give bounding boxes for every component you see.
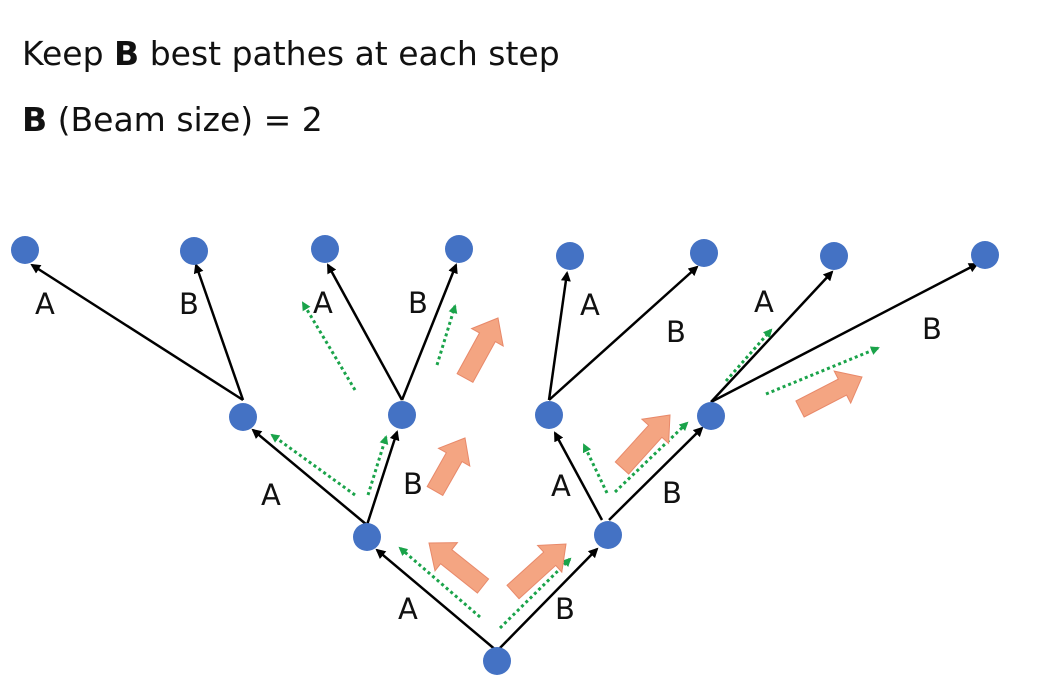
edge-label-l1a-b: B — [403, 467, 423, 501]
tree-node — [388, 401, 416, 429]
tree-node-leaf — [971, 241, 999, 269]
edge-label-l2c-a: A — [580, 288, 600, 322]
edge-label-l1a-a: A — [261, 478, 281, 512]
edge-label-l2b-a: A — [313, 286, 333, 320]
tree-node — [353, 523, 381, 551]
selection-arrow — [456, 317, 504, 383]
tree-node-leaf — [180, 237, 208, 265]
heading-line-1: Keep B best pathes at each step — [22, 37, 560, 70]
tree-node-leaf — [311, 235, 339, 263]
search-path — [270, 433, 356, 497]
search-path — [435, 304, 458, 366]
tree-node-leaf — [556, 242, 584, 270]
edge-l2b-a — [326, 263, 404, 401]
edge-l1b-b — [608, 426, 704, 521]
selection-arrow — [426, 437, 471, 497]
search-path — [582, 443, 609, 494]
heading-line-2-suffix: (Beam size) = 2 — [47, 100, 323, 139]
edge-label-l1b-b: B — [662, 476, 682, 510]
heading-line-1-prefix: Keep — [22, 34, 115, 73]
search-path — [366, 435, 389, 496]
edge-label-l2c-b: B — [666, 315, 686, 349]
tree-node — [697, 402, 725, 430]
edge-l1b-a — [553, 431, 604, 521]
tree-node-leaf — [445, 235, 473, 263]
tree-node-leaf — [690, 239, 718, 267]
selection-arrow — [506, 543, 567, 600]
tree-node-leaf — [820, 242, 848, 270]
tree-node — [535, 401, 563, 429]
edge-label-l2a-a: A — [35, 287, 55, 321]
tree-node — [594, 521, 622, 549]
edge-label-l2b-b: B — [408, 286, 428, 320]
search-path — [765, 346, 880, 396]
edge-l2c-b — [548, 265, 699, 401]
edge-label-l2a-b: B — [179, 287, 199, 321]
edge-l1a-a — [251, 428, 368, 526]
selected-path-arrows — [426, 317, 863, 600]
edge-l2c-a — [547, 271, 571, 401]
edge-label-l2d-a: A — [754, 285, 774, 319]
edge-label-root-b: B — [555, 592, 575, 626]
selection-arrow — [795, 370, 863, 418]
edge-l2b-b — [400, 263, 458, 401]
heading-line-2-bold: B — [22, 100, 48, 139]
tree-node — [229, 403, 257, 431]
edge-l2d-b — [710, 262, 979, 404]
edge-l1a-b — [365, 430, 400, 526]
edge-root-a — [375, 548, 498, 652]
selection-arrow — [614, 414, 671, 475]
edge-root-b — [496, 547, 599, 652]
heading-line-2: B (Beam size) = 2 — [22, 103, 323, 136]
edge-label-l2d-b: B — [922, 312, 942, 346]
search-path — [724, 328, 773, 382]
edge-l2a-a — [30, 263, 244, 402]
tree-edges — [30, 262, 979, 652]
search-path — [498, 557, 572, 630]
search-path — [613, 421, 689, 494]
selection-arrow — [428, 542, 490, 594]
edge-label-root-a: A — [398, 592, 418, 626]
edge-l2a-b — [193, 263, 245, 401]
search-path — [301, 301, 357, 391]
search-paths — [270, 301, 880, 630]
heading-line-1-bold: B — [114, 34, 140, 73]
edge-label-l1b-a: A — [551, 469, 571, 503]
edge-labels: A B A B A B A B A B A B A B — [35, 285, 942, 626]
tree-nodes — [11, 235, 999, 675]
tree-node-leaf — [11, 236, 39, 264]
heading-line-1-suffix: best pathes at each step — [139, 34, 560, 73]
tree-node-root — [483, 647, 511, 675]
